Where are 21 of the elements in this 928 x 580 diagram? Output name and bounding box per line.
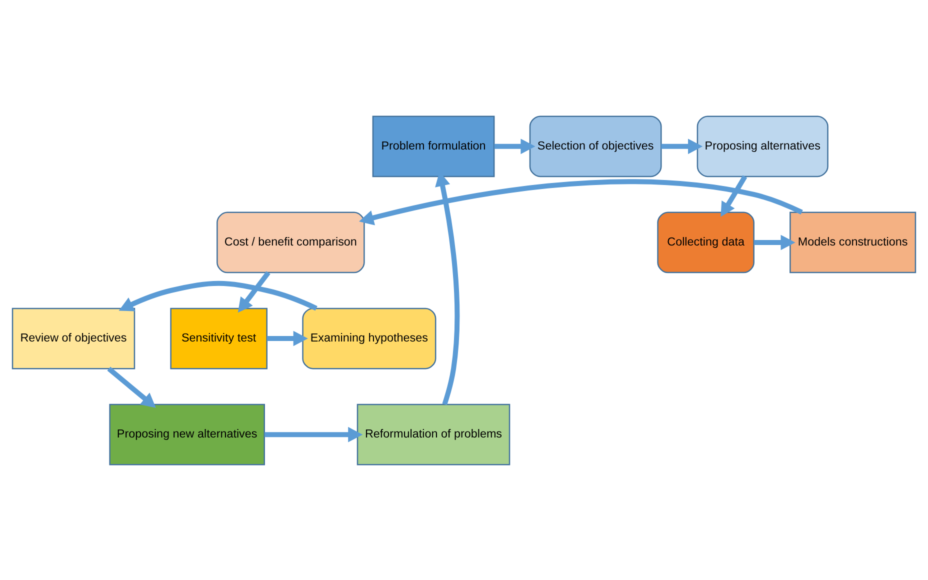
node-box: Cost / benefit comparison <box>216 211 365 273</box>
node-box: Review of objectives <box>12 307 136 369</box>
node-box: Examining hypotheses <box>302 307 436 369</box>
arrow <box>238 270 270 312</box>
node-box: Proposing alternatives <box>696 115 828 177</box>
node-box: Collecting data <box>657 211 754 273</box>
arrow <box>358 178 803 225</box>
node-box: Problem formulation <box>372 115 495 177</box>
arrow <box>118 280 318 311</box>
node-box: Selection of objectives <box>529 115 662 177</box>
arrow <box>264 426 363 442</box>
arrow <box>107 366 156 408</box>
arrow <box>754 234 796 250</box>
node-box: Sensitivity test <box>170 307 268 369</box>
arrow <box>661 138 703 154</box>
arrow <box>720 174 748 216</box>
node-box: Reformulation of problems <box>356 403 510 465</box>
arrow <box>494 138 536 154</box>
node-box: Proposing new alternatives <box>109 403 265 465</box>
arrow <box>267 330 308 346</box>
node-box: Models constructions <box>790 211 916 273</box>
